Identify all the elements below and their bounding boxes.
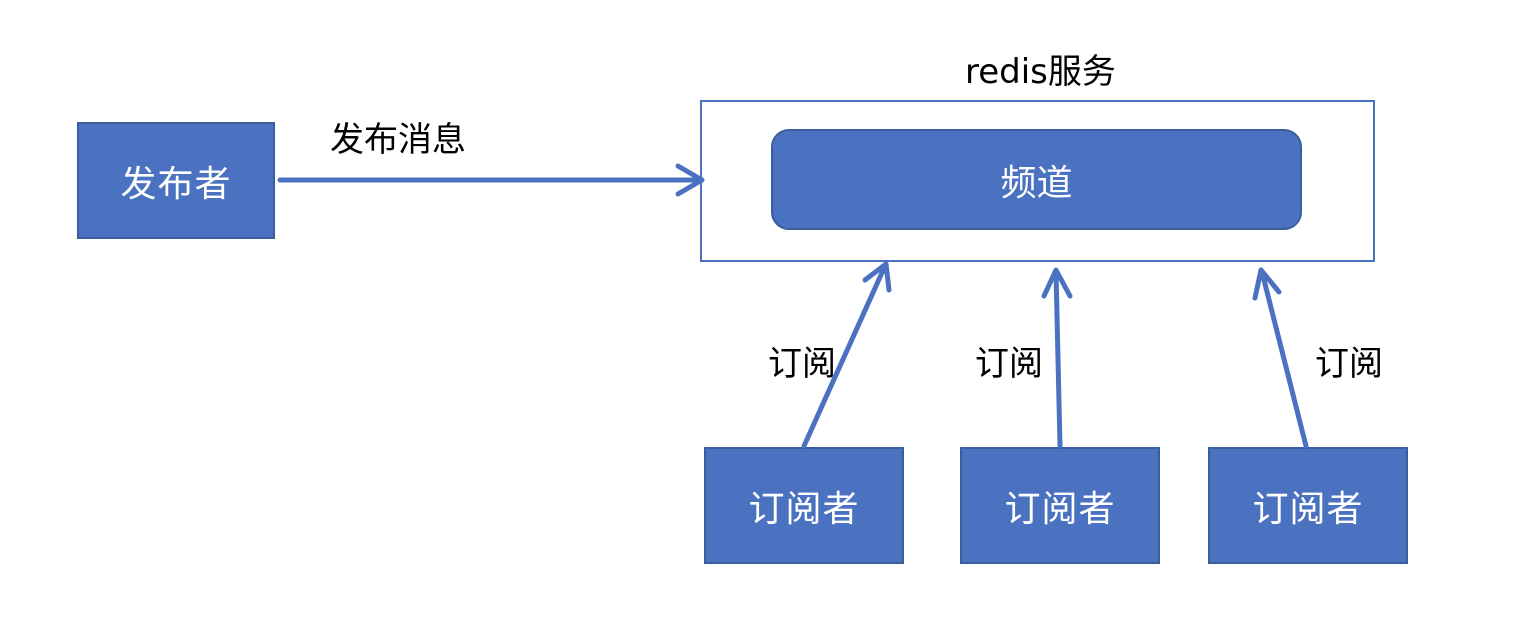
publish-message-label: 发布消息 <box>330 120 466 160</box>
subscribe-arrow-head-1 <box>862 261 892 293</box>
redis-service-title: redis服务 <box>965 52 1116 92</box>
publisher-label: 发布者 <box>120 163 232 205</box>
channel-node: 频道 <box>771 129 1302 230</box>
subscriber-node-1: 订阅者 <box>704 447 904 564</box>
publisher-node: 发布者 <box>77 122 275 239</box>
subscribe-arrow-shaft-3 <box>1259 269 1309 449</box>
subscriber-node-2: 订阅者 <box>960 447 1160 564</box>
subscribe-arrow-head-3 <box>1252 267 1282 301</box>
subscriber-label-3: 订阅者 <box>1252 488 1364 530</box>
subscribe-edge-label-3: 订阅 <box>1315 344 1383 384</box>
subscriber-label-2: 订阅者 <box>1004 488 1116 530</box>
subscribe-arrow-head-2 <box>1041 267 1073 299</box>
publish-arrow-head <box>675 163 705 197</box>
channel-label: 频道 <box>1000 162 1073 204</box>
subscriber-node-3: 订阅者 <box>1208 447 1408 564</box>
subscribe-edge-label-2: 订阅 <box>975 344 1043 384</box>
subscriber-label-1: 订阅者 <box>748 488 860 530</box>
subscribe-arrow-shaft-2 <box>1053 269 1063 449</box>
subscribe-edge-label-1: 订阅 <box>768 344 836 384</box>
